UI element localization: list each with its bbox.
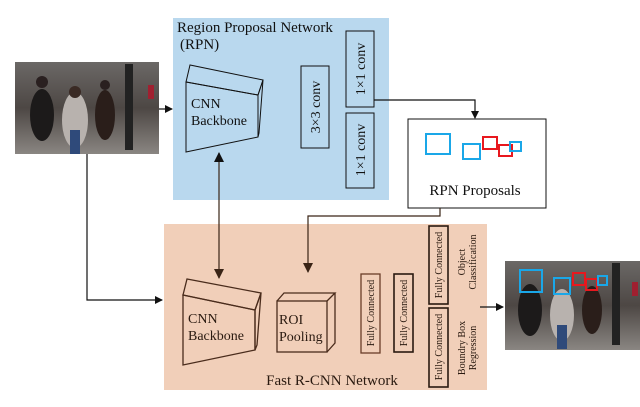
rpn-panel: Region Proposal Network (RPN) CNN Backbo… (173, 18, 389, 200)
fast-rcnn-cnn-backbone (182, 278, 262, 366)
rpn-backbone-label: CNN (191, 97, 221, 112)
fc2-box (393, 273, 414, 353)
conv3x3-box (300, 65, 330, 149)
roi-pooling-cube (276, 292, 337, 353)
fast-backbone-label: CNN (188, 312, 218, 327)
object-classification-label: Object (457, 248, 468, 275)
proposal-box-blue (425, 133, 451, 155)
rpn-subtitle: (RPN) (180, 37, 219, 53)
fc-regression-label: Fully Connected (434, 314, 445, 380)
detection-box-blue (553, 277, 571, 295)
rpn-proposals: RPN Proposals (407, 118, 547, 209)
fc-classification-box (428, 225, 449, 305)
bbox-regression-label: Regression (468, 326, 479, 370)
conv1x1-bottom-label: 1×1 conv (354, 124, 369, 177)
proposal-box-blue (509, 141, 522, 152)
rpn-backbone-label: Backbone (191, 114, 247, 129)
conv1x1-top-box (345, 30, 375, 108)
conv1x1-top-label: 1×1 conv (354, 43, 369, 96)
rpn-proposals-label: RPN Proposals (429, 183, 520, 199)
fc1-box (360, 273, 381, 354)
fast-rcnn-title: Fast R-CNN Network (266, 373, 398, 389)
detection-box-blue (519, 269, 543, 293)
output-image (505, 261, 640, 350)
fast-rcnn-panel: CNN Backbone ROI Pooling Fully Connected… (164, 224, 487, 390)
connectors (86, 99, 504, 311)
fast-backbone-label: Backbone (188, 329, 244, 344)
arrow-rpn-to-proposals (374, 99, 479, 119)
fc-regression-box (428, 307, 449, 388)
detection-box-blue (597, 275, 608, 286)
fc2-label: Fully Connected (399, 280, 410, 346)
fc1-label: Fully Connected (366, 280, 377, 346)
arrow-proposals-to-roi (303, 208, 441, 273)
object-classification-label: Classification (468, 235, 479, 290)
bbox-regression-label: Boundry Box (457, 321, 468, 375)
fc-classification-label: Fully Connected (434, 232, 445, 298)
conv3x3-label: 3×3 conv (309, 81, 324, 134)
rpn-title: Region Proposal Network (177, 20, 333, 36)
roi-pooling-label: ROI (279, 313, 303, 328)
roi-pooling-label: Pooling (279, 330, 323, 345)
conv1x1-bottom-box (345, 112, 375, 189)
proposal-box-red (482, 136, 498, 150)
rpn-cnn-backbone (185, 64, 264, 153)
input-image (15, 62, 159, 154)
arrow-input-to-fast-rcnn (86, 154, 163, 304)
proposal-box-blue (462, 143, 481, 160)
